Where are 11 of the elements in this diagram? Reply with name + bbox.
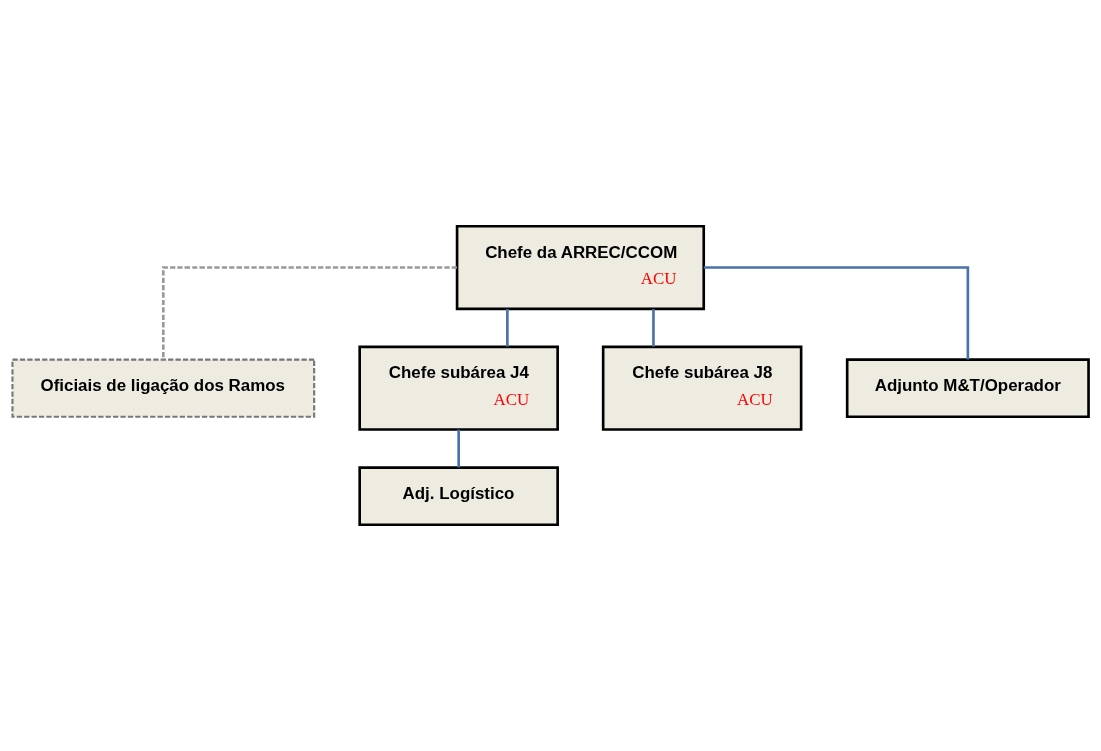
connector <box>457 429 460 468</box>
connector <box>506 309 509 347</box>
node-box: Chefe subárea J4 ACU <box>358 345 559 431</box>
node-box: Adj. Logístico <box>358 466 559 527</box>
node-box: Chefe subárea J8 ACU <box>601 345 803 431</box>
connector <box>703 266 970 360</box>
node-box: Chefe da ARREC/CCOM ACU <box>455 224 706 311</box>
connector <box>652 309 655 347</box>
node-box: Adjunto M&T/Operador <box>845 358 1090 419</box>
connector <box>162 266 457 360</box>
node-box: Oficiais de ligação dos Ramos <box>11 358 316 418</box>
